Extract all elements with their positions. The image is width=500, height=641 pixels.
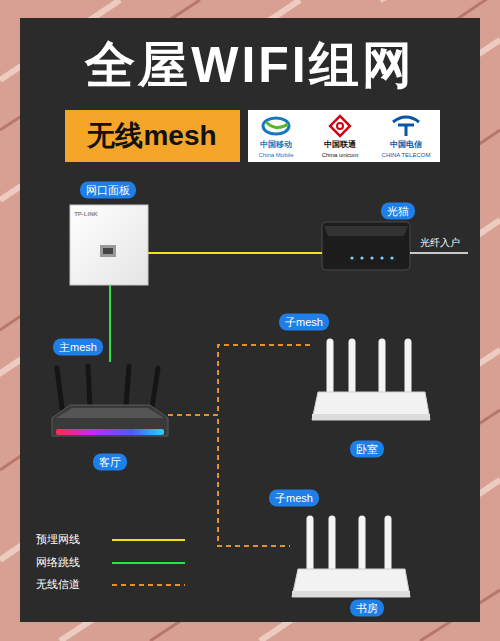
art-shape <box>337 123 343 129</box>
art-shape <box>100 245 116 257</box>
device-name-pill: 子mesh <box>279 314 329 331</box>
room-pill: 客厅 <box>93 454 127 471</box>
logo-text: China unicom <box>322 152 359 159</box>
device-name-pill: 主mesh <box>53 339 103 356</box>
main-router-device <box>52 366 168 436</box>
legend-text: 预埋网线 <box>36 533 80 545</box>
legend-text: 网络跳线 <box>36 556 80 568</box>
modem-device <box>322 222 410 270</box>
art-shape <box>390 256 393 259</box>
china-mobile-logo <box>263 118 289 134</box>
device-name-pill: 子mesh <box>269 490 319 507</box>
art-shape <box>398 125 414 136</box>
art-shape <box>292 569 410 597</box>
fiber-line <box>410 252 468 254</box>
patch-cord-line <box>109 285 111 362</box>
legend-swatch <box>112 562 185 564</box>
study-router-device <box>292 519 410 597</box>
art-shape <box>330 116 350 136</box>
art-shape <box>370 256 373 259</box>
brand-text: TP-LINK <box>74 211 98 218</box>
cable-line <box>148 252 322 254</box>
china-telecom-logo <box>393 117 419 136</box>
device-name-pill: 网口面板 <box>80 182 136 199</box>
art-shape <box>56 429 164 435</box>
room-pill: 书房 <box>350 600 384 617</box>
art-shape <box>57 366 158 408</box>
sub-router: 子mesh书房 <box>290 512 410 600</box>
legend-swatches <box>112 540 185 585</box>
art-shape <box>292 591 410 597</box>
wall-panel-device <box>70 205 148 285</box>
legend-swatch <box>112 539 185 541</box>
dark-panel <box>20 18 480 622</box>
logo-banner <box>248 110 440 162</box>
main-router: 主mesh客厅 <box>52 362 168 444</box>
art-shape <box>360 256 363 259</box>
art-shape <box>70 205 148 285</box>
bedroom-router-device <box>312 342 430 420</box>
logo-text: CHINA TELECOM <box>382 152 431 159</box>
art-shape <box>310 519 388 569</box>
logo-text: 中国移动 <box>260 141 292 150</box>
art-shape <box>312 392 430 420</box>
wall-panel: 网口面板 <box>70 205 148 285</box>
art-shape <box>393 117 419 122</box>
art-shape <box>56 408 164 418</box>
art-shape <box>103 248 113 254</box>
sub-router: 子mesh卧室 <box>310 335 430 427</box>
art-shape <box>322 222 410 270</box>
legend-swatch <box>112 584 185 586</box>
orange-banner <box>65 110 240 162</box>
wireless-link <box>168 345 310 415</box>
room-pill: 卧室 <box>350 441 384 458</box>
device-name-pill: 光猫 <box>381 203 415 220</box>
legend-text: 无线信道 <box>36 578 80 590</box>
china-unicom-logo <box>330 116 350 136</box>
art-shape <box>350 256 353 259</box>
banner-text: 无线mesh <box>87 121 216 152</box>
art-shape <box>266 122 288 128</box>
fiber-label: 光纤入户 <box>420 237 460 248</box>
art-shape <box>312 414 430 420</box>
wireless-link <box>168 415 290 546</box>
logo-text: 中国联通 <box>324 141 356 150</box>
art-shape <box>330 342 408 392</box>
title: 全屋WIFI组网 <box>0 38 500 93</box>
art-shape <box>324 226 408 236</box>
art-shape <box>380 256 383 259</box>
logo-text: 中国电信 <box>390 141 422 150</box>
art-shape <box>52 405 168 436</box>
logo-text: China Mobile <box>258 152 293 159</box>
art-shape <box>263 118 289 134</box>
modem: 光猫 <box>322 222 410 270</box>
